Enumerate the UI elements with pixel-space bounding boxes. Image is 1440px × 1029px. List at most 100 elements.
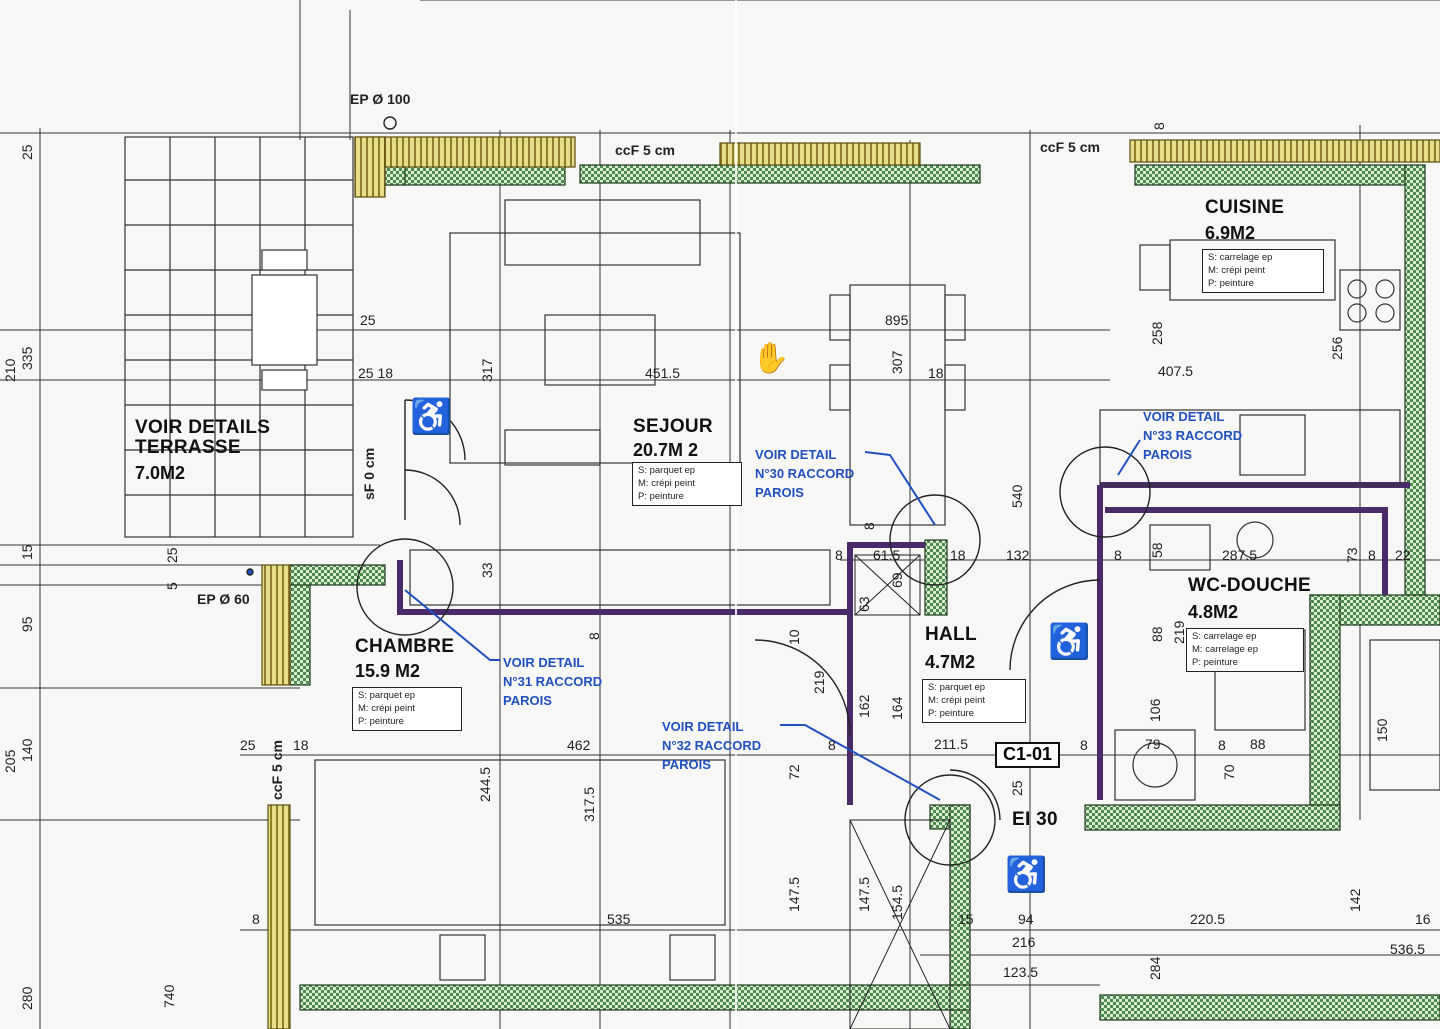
ccf-top-1: ccF 5 cm bbox=[615, 142, 675, 158]
dim-label: 287.5 bbox=[1222, 547, 1258, 563]
dim-label-vertical: 147.5 bbox=[786, 876, 802, 912]
dim-label: 8 bbox=[828, 737, 836, 753]
dim-label-vertical: 210 bbox=[2, 358, 18, 382]
dim-label-vertical: 25 bbox=[164, 547, 180, 563]
ep-left-label: EP Ø 60 bbox=[197, 591, 250, 607]
hand-cursor-icon: ✋ bbox=[752, 342, 790, 375]
furniture bbox=[314, 199, 1440, 981]
detail-leaders bbox=[404, 439, 1141, 801]
dim-label-vertical: 25 bbox=[1009, 780, 1025, 796]
dim-label-vertical: 33 bbox=[479, 562, 495, 578]
sf-label: sF 0 cm bbox=[361, 447, 377, 500]
dim-label: 8 bbox=[1080, 737, 1088, 753]
dim-label-vertical: 280 bbox=[19, 986, 35, 1010]
dim-label: 8 bbox=[1368, 547, 1376, 563]
dim-label: 8 bbox=[1114, 547, 1122, 563]
dim-label-vertical: 5 bbox=[164, 582, 180, 590]
dim-label: 451.5 bbox=[645, 365, 681, 381]
door-swings bbox=[246, 116, 1151, 866]
dim-label-vertical: 162 bbox=[856, 694, 872, 718]
dim-label-vertical: 164 bbox=[889, 696, 905, 720]
dim-label: 895 bbox=[885, 312, 909, 328]
ccf-top-2: ccF 5 cm bbox=[1040, 139, 1100, 155]
dim-label-vertical: 205 bbox=[2, 749, 18, 773]
dim-label-vertical: 142 bbox=[1347, 888, 1363, 912]
dim-label: 15 bbox=[958, 911, 974, 927]
fire-rating: EI 30 bbox=[1012, 809, 1058, 830]
cuisine-area: 6.9M2 bbox=[1205, 223, 1256, 243]
walls-concrete bbox=[289, 159, 1440, 1029]
ccf-left: ccF 5 cm bbox=[269, 740, 285, 800]
wheelchair-icon: ♿ bbox=[1005, 856, 1048, 894]
dim-label-vertical: 25 bbox=[19, 144, 35, 160]
dim-label-vertical: 8 bbox=[861, 522, 877, 530]
dim-label-vertical: 95 bbox=[19, 616, 35, 632]
dim-label-vertical: 154.5 bbox=[889, 884, 905, 920]
dim-label-vertical: 740 bbox=[161, 984, 177, 1008]
dim-label: 8 bbox=[252, 911, 260, 927]
terrace-label-2: TERRASSE bbox=[135, 437, 241, 458]
dim-label: 123.5 bbox=[1003, 964, 1039, 980]
dim-label: 18 bbox=[293, 737, 309, 753]
dim-label: 25 18 bbox=[358, 365, 394, 381]
dim-label-vertical: 540 bbox=[1009, 484, 1025, 508]
dim-label: 407.5 bbox=[1158, 363, 1194, 379]
dim-label-vertical: 69 bbox=[889, 572, 905, 588]
dim-label-vertical: 258 bbox=[1149, 321, 1165, 345]
dim-label: 132 bbox=[1006, 547, 1030, 563]
wheelchair-icon: ♿ bbox=[410, 398, 453, 436]
dim-label-vertical: 244.5 bbox=[477, 766, 493, 802]
dim-label-vertical: 73 bbox=[1344, 547, 1360, 563]
paper-fold-line bbox=[735, 0, 737, 1029]
dim-label-vertical: 63 bbox=[856, 596, 872, 612]
dim-label-vertical: 10 bbox=[786, 629, 802, 645]
terrace-label-1: VOIR DETAILS bbox=[135, 417, 271, 438]
dim-label: 220.5 bbox=[1190, 911, 1226, 927]
dim-label-vertical: 8 bbox=[1151, 122, 1167, 130]
sejour-name: SEJOUR bbox=[633, 416, 713, 437]
hall-area: 4.7M2 bbox=[925, 652, 976, 672]
dim-label: 88 bbox=[1250, 736, 1266, 752]
dim-label: 94 bbox=[1018, 911, 1034, 927]
dim-label: 79 bbox=[1145, 736, 1161, 752]
terrace-tiling bbox=[124, 136, 354, 538]
dim-label-vertical: 219 bbox=[811, 670, 827, 694]
dim-label-vertical: 256 bbox=[1329, 336, 1345, 360]
dim-label: 462 bbox=[567, 737, 591, 753]
dim-label: 536.5 bbox=[1390, 941, 1426, 957]
hall-name: HALL bbox=[925, 624, 977, 645]
ep-top-label: EP Ø 100 bbox=[350, 91, 411, 107]
wheelchair-icon: ♿ bbox=[1048, 623, 1091, 661]
dim-label: 18 bbox=[928, 365, 944, 381]
dim-label-vertical: 72 bbox=[786, 764, 802, 780]
dim-label: 535 bbox=[607, 911, 631, 927]
dim-label-vertical: 284 bbox=[1147, 956, 1163, 980]
dim-label: 211.5 bbox=[934, 736, 968, 752]
dim-label-vertical: 147.5 bbox=[856, 876, 872, 912]
dim-label: 216 bbox=[1012, 934, 1036, 950]
dim-label: 25 bbox=[360, 312, 376, 328]
unit-tag: C1-01 bbox=[995, 742, 1061, 768]
dim-label: 8 bbox=[1218, 737, 1226, 753]
terrace-area: 7.0M2 bbox=[135, 463, 186, 483]
dim-label-vertical: 70 bbox=[1221, 764, 1237, 780]
dim-label-vertical: 335 bbox=[19, 346, 35, 370]
dim-label-vertical: 317 bbox=[479, 358, 495, 382]
chambre-area: 15.9 M2 bbox=[355, 661, 421, 681]
dim-label: 18 bbox=[950, 547, 966, 563]
dim-label: 8 bbox=[835, 547, 843, 563]
stair-hatch bbox=[849, 554, 951, 1029]
dim-label-vertical: 140 bbox=[19, 738, 35, 762]
dim-label-vertical: 58 bbox=[1149, 542, 1165, 558]
chambre-name: CHAMBRE bbox=[355, 636, 455, 657]
